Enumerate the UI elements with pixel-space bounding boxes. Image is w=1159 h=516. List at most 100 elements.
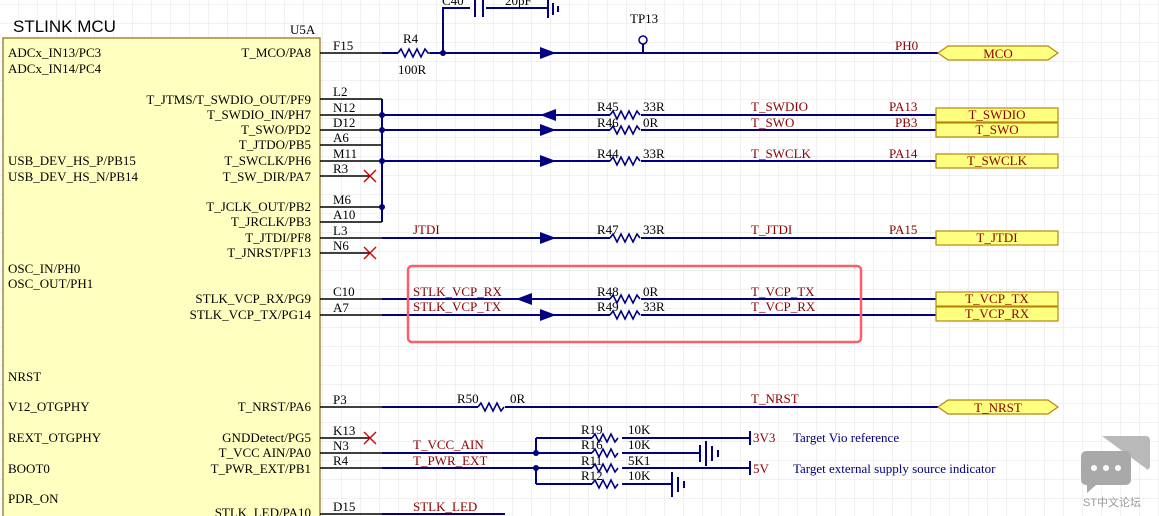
ground-symbol <box>547 0 559 18</box>
left-pin: OSC_IN/PH0 <box>8 261 80 276</box>
port-label: MCO <box>983 46 1013 61</box>
resistor-value: 0R <box>510 391 526 406</box>
port-t-nrst[interactable]: T_NRST <box>936 399 1060 415</box>
port-t-swclk[interactable]: T_SWCLK <box>935 153 1059 169</box>
resistor-value: 100R <box>398 62 427 77</box>
left-pin: REXT_OTGPHY <box>8 430 102 445</box>
supply-3v3: 3V3 <box>753 430 775 445</box>
right-pin: T_MCO/PA8 <box>241 45 311 60</box>
pin-number: D12 <box>333 115 355 130</box>
supply-5v: 5V <box>753 461 770 476</box>
mcu-pin-label: PA14 <box>889 146 918 161</box>
right-pin: T_SWDIO_IN/PH7 <box>207 107 311 122</box>
net-label: STLK_LED <box>413 499 477 514</box>
resistor-symbols <box>397 47 641 490</box>
right-pin: T_JTMS/T_SWDIO_OUT/PF9 <box>146 92 311 107</box>
resistor-ref: R45 <box>597 99 619 114</box>
resistor-ref: R46 <box>597 115 619 130</box>
capacitor-symbol <box>474 0 484 17</box>
resistor-ref: R16 <box>581 437 603 452</box>
resistor-value: 33R <box>643 222 665 237</box>
mcu-pin-label: PA15 <box>889 222 917 237</box>
right-pin: STLK_VCP_TX/PG14 <box>190 307 312 322</box>
resistor-value: 33R <box>643 299 665 314</box>
right-pin: STLK_LED/PA10 <box>215 505 311 516</box>
resistor-ref: R44 <box>597 146 619 161</box>
pin-number: D15 <box>333 499 355 514</box>
port-label: T_NRST <box>974 400 1022 415</box>
right-pin: T_JNRST/PF13 <box>227 245 311 260</box>
pin-number: M6 <box>333 192 352 207</box>
ground-symbol <box>705 441 719 466</box>
left-pin: BOOT0 <box>8 461 50 476</box>
wires <box>381 7 938 515</box>
ground-symbol <box>671 472 685 497</box>
pin-number: N3 <box>333 438 349 453</box>
signal-label: T_VCP_RX <box>751 299 816 314</box>
no-connect-marks <box>363 169 377 445</box>
resistor-value: 10K <box>628 422 651 437</box>
test-point-ref: TP13 <box>630 11 658 26</box>
right-pin: T_VCC AIN/PA0 <box>219 445 311 460</box>
resistor-value: 10K <box>628 437 651 452</box>
right-pin: T_JTDI/PF8 <box>245 230 311 245</box>
mcu-pin-label: PA13 <box>889 99 917 114</box>
direction-arrows <box>516 47 556 321</box>
resistor-ref: R48 <box>597 284 619 299</box>
port-label: T_SWDIO <box>968 107 1025 122</box>
resistor-ref: R11 <box>581 453 602 468</box>
pin-number: N6 <box>333 238 349 253</box>
net-label: T_PWR_EXT <box>413 453 487 468</box>
resistor-ref: R4 <box>403 31 419 46</box>
watermark-text: ST中文论坛 <box>1083 495 1141 509</box>
test-point-symbol <box>638 35 648 45</box>
port-t-vcp-rx[interactable]: T_VCP_RX <box>935 306 1059 322</box>
signal-label: T_SWCLK <box>751 146 812 161</box>
left-pin: PDR_ON <box>8 491 59 506</box>
resistor-value: 0R <box>643 284 659 299</box>
pin-number: L2 <box>333 84 347 99</box>
port-label: T_VCP_RX <box>965 306 1030 321</box>
resistor-value: 33R <box>643 146 665 161</box>
port-t-swo[interactable]: T_SWO <box>935 122 1059 138</box>
right-pin: T_SWO/PD2 <box>241 122 311 137</box>
mcu-pin-label: PB3 <box>895 115 917 130</box>
port-t-vcp-tx[interactable]: T_VCP_TX <box>935 291 1059 307</box>
chip-body <box>2 37 321 516</box>
pin-number: M11 <box>333 146 357 161</box>
forum-watermark: ST中文论坛 <box>1081 436 1150 509</box>
pin-number: R3 <box>333 161 348 176</box>
resistor-ref: R49 <box>597 299 619 314</box>
right-pin: T_JCLK_OUT/PB2 <box>206 199 311 214</box>
capacitor-ref: C40 <box>442 0 464 8</box>
resistor-value: 5K1 <box>628 453 650 468</box>
resistor-value: 33R <box>643 99 665 114</box>
net-label: JTDI <box>413 222 440 237</box>
net-label: STLK_VCP_RX <box>413 284 502 299</box>
mcu-pin-label: PH0 <box>895 38 918 53</box>
resistor-value: 0R <box>643 115 659 130</box>
left-pin: USB_DEV_HS_P/PB15 <box>8 153 136 168</box>
port-mco[interactable]: MCO <box>936 45 1060 61</box>
right-pin: T_SWCLK/PH6 <box>224 153 311 168</box>
resistor-ref: R50 <box>457 391 479 406</box>
capacitor-value: 20pF <box>505 0 532 8</box>
port-t-swdio[interactable]: T_SWDIO <box>935 107 1059 123</box>
right-pin: T_PWR_EXT/PB1 <box>211 461 311 476</box>
left-pin: USB_DEV_HS_N/PB14 <box>8 169 139 184</box>
left-pin: V12_OTGPHY <box>8 399 90 414</box>
pin-number: A10 <box>333 207 355 222</box>
pin-number: N12 <box>333 100 355 115</box>
port-label: T_SWO <box>975 122 1018 137</box>
signal-label: T_JTDI <box>751 222 792 237</box>
right-pin: T_NRST/PA6 <box>238 399 312 414</box>
port-label: T_SWCLK <box>967 153 1028 168</box>
signal-label: T_SWDIO <box>751 99 808 114</box>
pin-number: A7 <box>333 300 349 315</box>
chip-title: STLINK MCU <box>13 17 116 36</box>
pin-number: P3 <box>333 392 347 407</box>
left-pin: ADCx_IN13/PC3 <box>8 45 101 60</box>
port-t-jtdi[interactable]: T_JTDI <box>935 230 1059 246</box>
left-pin: ADCx_IN14/PC4 <box>8 61 102 76</box>
